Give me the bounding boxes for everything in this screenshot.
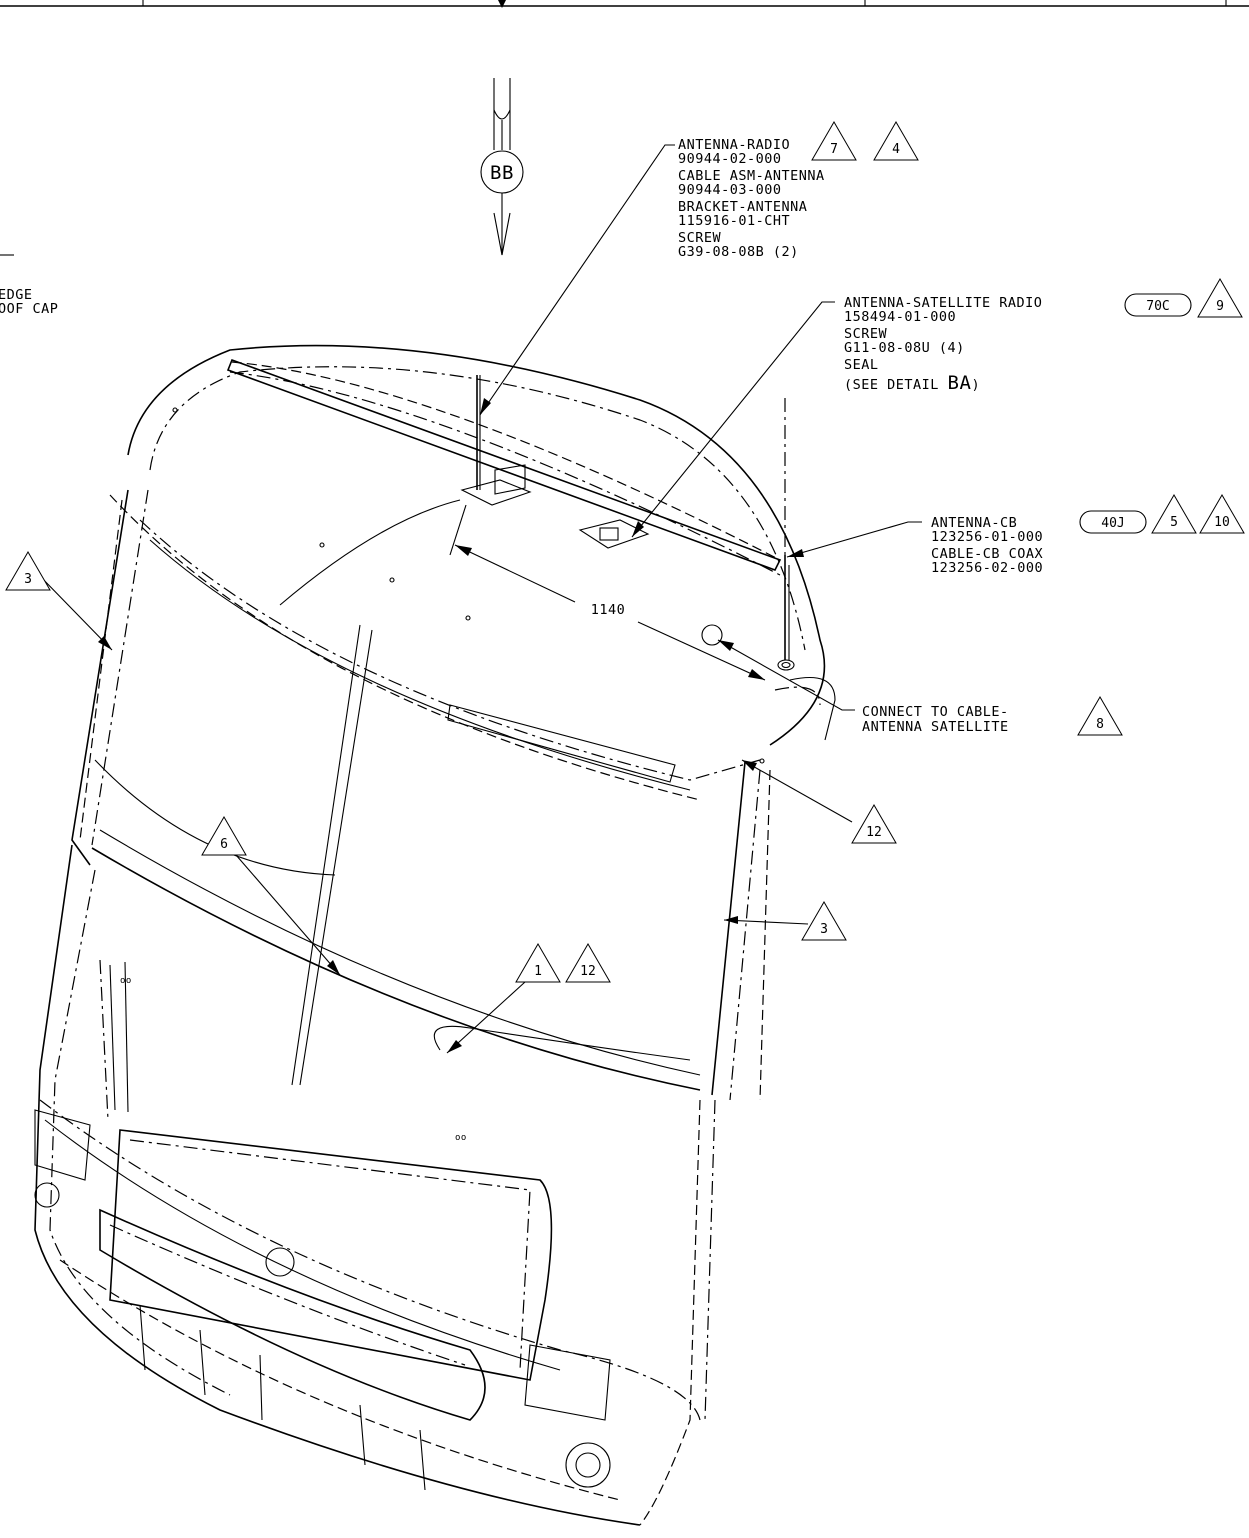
dimension-1140: 1140	[449, 504, 766, 681]
flag-5: 5	[1170, 515, 1178, 530]
satellite-cable-connector	[701, 624, 723, 646]
radio-line-1: ANTENNA-RADIO	[678, 137, 790, 153]
svg-text:3: 3	[820, 922, 828, 937]
radio-line-8: G39-08-08B (2)	[678, 244, 799, 260]
radio-antenna	[460, 375, 532, 506]
satellite-line-1: ANTENNA-SATELLITE RADIO	[844, 295, 1042, 311]
radio-line-4: 90944-03-000	[678, 182, 782, 198]
radio-line-2: 90944-02-000	[678, 151, 782, 167]
flag-7: 7	[830, 142, 838, 157]
satellite-line-4: G11-08-08U (4)	[844, 340, 965, 356]
view-label: BB	[490, 162, 514, 184]
detail-prefix: (SEE DETAIL	[844, 377, 948, 393]
svg-text:12: 12	[580, 964, 596, 979]
satellite-detail-note: (SEE DETAIL BA)	[844, 372, 980, 394]
satellite-line-2: 158494-01-000	[844, 309, 956, 325]
cb-line-1: ANTENNA-CB	[931, 515, 1017, 531]
radio-line-3: CABLE ASM-ANTENNA	[678, 168, 825, 184]
cb-line-2: 123256-01-000	[931, 529, 1043, 545]
svg-text:12: 12	[866, 825, 882, 840]
radio-line-5: BRACKET-ANTENNA	[678, 199, 807, 215]
sheet-border	[0, 0, 1249, 8]
svg-text:3: 3	[24, 572, 32, 587]
radio-line-7: SCREW	[678, 230, 722, 246]
edge-line-1: EDGE	[0, 287, 33, 303]
connect-line-2: ANTENNA SATELLITE	[862, 719, 1009, 735]
flag-glass-6: 6	[201, 816, 341, 976]
flag-right-12: 12	[741, 759, 897, 844]
svg-text:1: 1	[534, 964, 542, 979]
cb-line-4: 123256-02-000	[931, 560, 1043, 576]
callout-antenna-radio: ANTENNA-RADIO 90944-02-000 CABLE ASM-ANT…	[479, 121, 919, 416]
connect-line-1: CONNECT TO CABLE-	[862, 704, 1009, 720]
view-indicator: BB	[480, 78, 524, 256]
bubble-70c: 70C	[1146, 299, 1169, 314]
detail-ref: BA	[948, 372, 972, 394]
flag-9: 9	[1216, 299, 1224, 314]
cab-outline: oo oo	[34, 344, 836, 1526]
flag-4: 4	[892, 142, 900, 157]
flag-10: 10	[1214, 515, 1230, 530]
cb-line-3: CABLE-CB COAX	[931, 546, 1043, 562]
satellite-line-5: SEAL	[844, 357, 879, 373]
edge-note: EDGE OOF CAP	[0, 254, 58, 317]
flag-left-3: 3	[5, 551, 113, 651]
callout-antenna-cb: ANTENNA-CB 123256-01-000 CABLE-CB COAX 1…	[786, 494, 1245, 576]
svg-text:6: 6	[220, 837, 228, 852]
satellite-line-3: SCREW	[844, 326, 888, 342]
svg-text:oo: oo	[120, 976, 132, 986]
edge-line-2: OOF CAP	[0, 301, 58, 317]
bubble-40j: 40J	[1101, 516, 1124, 531]
callout-antenna-satellite: ANTENNA-SATELLITE RADIO 158494-01-000 SC…	[631, 278, 1243, 538]
satellite-antenna	[578, 519, 650, 549]
radio-line-6: 115916-01-CHT	[678, 213, 790, 229]
flag-8: 8	[1096, 717, 1104, 732]
detail-suffix: )	[971, 377, 980, 393]
svg-text:oo: oo	[455, 1133, 467, 1143]
dimension-value: 1140	[591, 602, 626, 618]
flag-glass-1-12: 1 12	[446, 943, 611, 1054]
cb-antenna	[777, 398, 795, 671]
callout-connect-cable: CONNECT TO CABLE- ANTENNA SATELLITE 8	[717, 639, 1123, 736]
flag-right-3: 3	[723, 901, 847, 941]
